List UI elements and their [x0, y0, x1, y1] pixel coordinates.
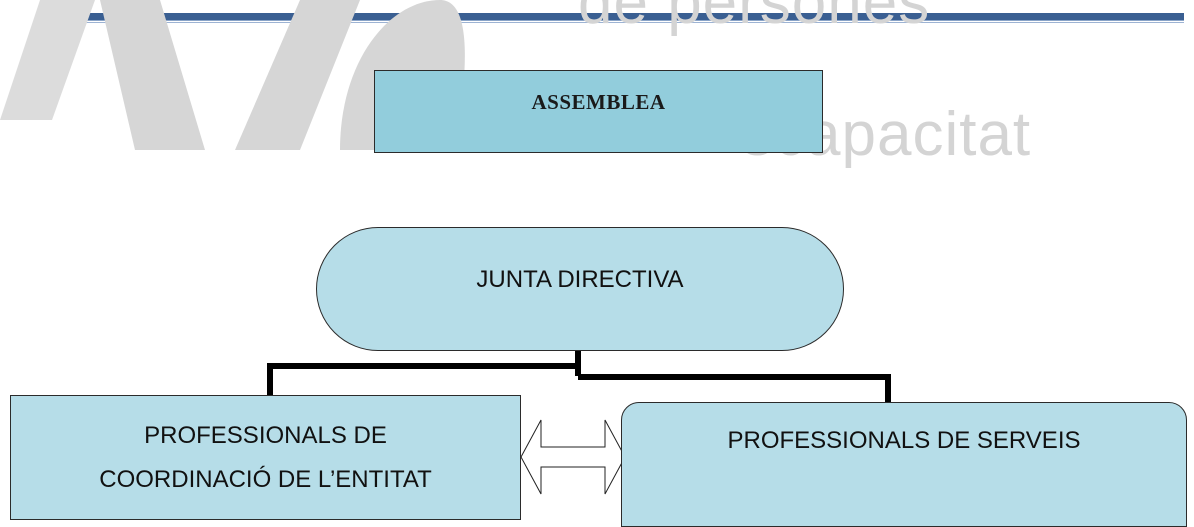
professionals-coordinacio-line2: COORDINACIÓ DE L’ENTITAT — [99, 466, 432, 493]
double-arrow — [520, 419, 626, 495]
professionals-coordinacio-line1: PROFESSIONALS DE — [144, 422, 387, 449]
junta-directiva-box: JUNTA DIRECTIVA — [316, 227, 844, 351]
header-rule — [72, 13, 1184, 20]
professionals-serveis-box: PROFESSIONALS DE SERVEIS — [621, 402, 1187, 527]
assemblea-label: ASSEMBLEA — [531, 90, 666, 114]
logo-bar-right — [235, 0, 360, 150]
header-rule-shadow — [72, 22, 1184, 23]
junta-directiva-label: JUNTA DIRECTIVA — [476, 266, 684, 293]
connector-left — [267, 363, 578, 395]
connector-right — [578, 374, 891, 402]
watermark-text-line1: de persones — [578, 0, 931, 37]
professionals-coordinacio-box: PROFESSIONALS DE COORDINACIÓ DE L’ENTITA… — [10, 395, 521, 520]
professionals-serveis-label: PROFESSIONALS DE SERVEIS — [727, 427, 1081, 454]
assemblea-box: ASSEMBLEA — [374, 70, 823, 153]
logo-bar-left — [100, 0, 205, 150]
logo-bar-back — [0, 0, 95, 120]
